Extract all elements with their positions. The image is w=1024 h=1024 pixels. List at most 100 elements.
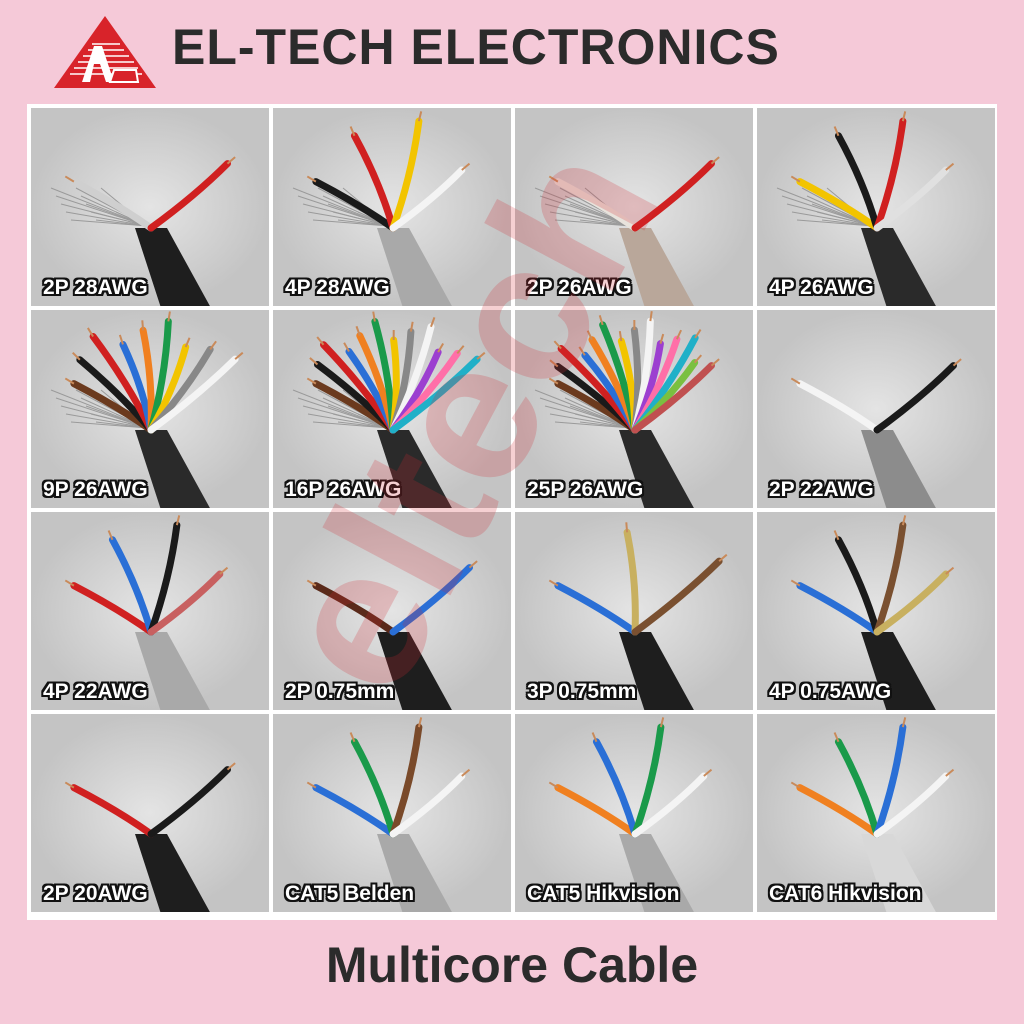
- cable-jacket: [135, 430, 210, 508]
- cable-photo: [31, 310, 269, 508]
- wire: [147, 570, 224, 636]
- product-tile[interactable]: 16P 26AWG: [273, 310, 511, 508]
- cable-jacket: [619, 834, 694, 912]
- wire: [796, 380, 881, 434]
- product-tile[interactable]: 4P 26AWG: [757, 108, 995, 306]
- product-tile[interactable]: 2P 28AWG: [31, 108, 269, 306]
- wire: [147, 355, 239, 434]
- wire: [873, 521, 907, 636]
- wire: [70, 178, 155, 232]
- tile-label: 4P 26AWG: [769, 276, 874, 299]
- cable-photo: [273, 714, 511, 912]
- product-tile[interactable]: 4P 28AWG: [273, 108, 511, 306]
- tile-label: 3P 0.75mm: [527, 680, 637, 703]
- product-tile[interactable]: 25P 26AWG: [515, 310, 753, 508]
- wire: [631, 772, 708, 838]
- wire: [834, 738, 881, 838]
- tile-label: CAT5 Hikvision: [527, 882, 680, 905]
- product-tile[interactable]: 9P 26AWG: [31, 310, 269, 508]
- cable-photo: [757, 714, 995, 912]
- tile-label: 2P 0.75mm: [285, 680, 395, 703]
- wire: [554, 582, 639, 636]
- cable-photo: [515, 310, 753, 508]
- wire: [834, 132, 881, 232]
- product-tile[interactable]: CAT6 Hikvision: [757, 714, 995, 912]
- wire: [350, 738, 397, 838]
- wire: [70, 582, 155, 636]
- wire: [873, 117, 907, 232]
- wire: [631, 160, 715, 232]
- cable-photo: [515, 714, 753, 912]
- tile-label: 2P 20AWG: [43, 882, 148, 905]
- wire: [796, 178, 881, 232]
- wire: [389, 166, 466, 232]
- wire: [796, 582, 881, 636]
- cable-jacket: [377, 834, 452, 912]
- product-tile[interactable]: 3P 0.75mm: [515, 512, 753, 710]
- wire: [389, 355, 481, 434]
- wire: [554, 178, 639, 232]
- wire: [108, 536, 155, 636]
- header: EL-TECH ELECTRONICS: [0, 0, 1024, 100]
- wire: [312, 784, 397, 838]
- tile-label: 2P 28AWG: [43, 276, 148, 299]
- wire: [147, 160, 231, 232]
- wire: [312, 178, 397, 232]
- cable-photo: [273, 512, 511, 710]
- wire: [592, 738, 639, 838]
- tile-label: 2P 26AWG: [527, 276, 632, 299]
- cable-jacket: [861, 430, 936, 508]
- wire: [631, 362, 715, 434]
- tile-label: 2P 22AWG: [769, 478, 874, 501]
- product-tile[interactable]: 2P 22AWG: [757, 310, 995, 508]
- wire: [873, 723, 907, 838]
- cable-photo: [757, 310, 995, 508]
- product-tile[interactable]: 2P 26AWG: [515, 108, 753, 306]
- wire: [873, 570, 950, 636]
- tile-label: 9P 26AWG: [43, 478, 148, 501]
- wire: [873, 362, 957, 434]
- wire: [350, 132, 397, 232]
- cable-photo: [757, 108, 995, 306]
- wire: [873, 772, 950, 838]
- wire: [623, 528, 639, 636]
- tile-label: 25P 26AWG: [527, 478, 644, 501]
- product-tile[interactable]: 4P 0.75AWG: [757, 512, 995, 710]
- brand-name: EL-TECH ELECTRONICS: [172, 19, 780, 75]
- cable-photo: [273, 310, 511, 508]
- product-tile[interactable]: CAT5 Belden: [273, 714, 511, 912]
- product-grid: 2P 28AWG 4P 28AWG 2P 26AWG 4P 26AWG 9P 26AWG…: [27, 104, 997, 920]
- wire: [796, 784, 881, 838]
- triangle-ae-logo-icon: [54, 16, 156, 88]
- product-tile[interactable]: 2P 0.75mm: [273, 512, 511, 710]
- cable-jacket: [861, 228, 936, 306]
- wire: [554, 784, 639, 838]
- product-tile[interactable]: 2P 20AWG: [31, 714, 269, 912]
- cable-photo: [273, 108, 511, 306]
- page-title: Multicore Cable: [325, 937, 699, 993]
- wire: [389, 723, 423, 838]
- cable-jacket: [861, 834, 936, 912]
- product-tile[interactable]: CAT5 Hikvision: [515, 714, 753, 912]
- cable-photo: [515, 512, 753, 710]
- wire: [389, 772, 466, 838]
- cable-photo: [757, 512, 995, 710]
- cable-jacket: [135, 228, 210, 306]
- wire: [389, 564, 473, 636]
- cable-jacket: [861, 632, 936, 710]
- cable-jacket: [619, 228, 694, 306]
- wire: [147, 766, 231, 838]
- cable-photo: [515, 108, 753, 306]
- cable-photo: [31, 512, 269, 710]
- cable-jacket: [135, 632, 210, 710]
- cable-jacket: [377, 632, 452, 710]
- cable-photo: [31, 108, 269, 306]
- wire: [312, 582, 397, 636]
- cable-jacket: [619, 430, 694, 508]
- product-tile[interactable]: 4P 22AWG: [31, 512, 269, 710]
- wire: [631, 557, 723, 636]
- cable-jacket: [377, 228, 452, 306]
- tile-label: CAT6 Hikvision: [769, 882, 922, 905]
- wire: [147, 521, 181, 636]
- cable-jacket: [619, 632, 694, 710]
